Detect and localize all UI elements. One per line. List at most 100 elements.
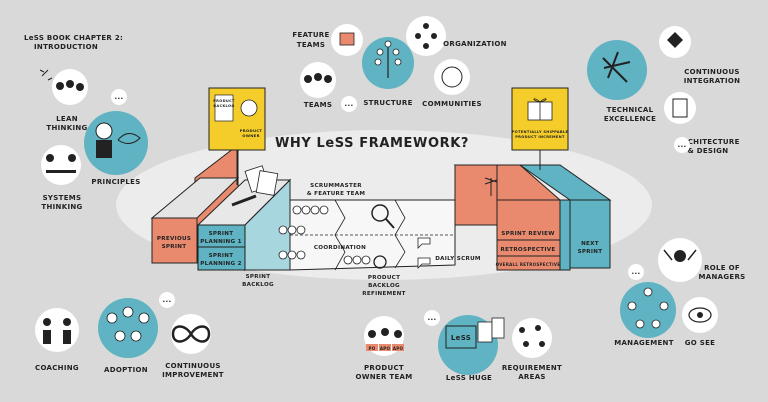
lean-thinking-label-2: THINKING [46,124,87,132]
organization-label: ORGANIZATION [443,40,507,48]
increment-label: POTENTIALLY SHIPPABLE [512,130,569,134]
teams-label: TEAMS [304,101,332,109]
requirement-areas-icon [519,325,545,347]
previous-sprint-block [151,217,198,264]
role-of-managers-label-2: MANAGERS [698,273,745,281]
backlog-card [214,94,234,122]
next-sprint-block [569,199,611,269]
systems-thinking-bubble [41,145,81,185]
role-of-managers-label: ROLE OF [704,264,740,272]
sprint-planning-2-label-2: PLANNING 2 [200,261,242,267]
organization-bubble [406,16,446,56]
page-title: WHY LeSS FRAMEWORK? [275,136,469,151]
ellipsis-bubble-5 [159,292,175,308]
presenter-head [95,122,113,140]
gift-bow [533,98,547,103]
feature-teams-icon [339,32,355,46]
requirement-areas-bubble [512,318,552,358]
less-huge-label: LeSS HUGE [446,374,492,382]
ellipsis-5: ... [163,296,172,304]
next-sprint-label-2: SPRINT [578,249,603,255]
architecture-label: ARCHITECTURE [676,138,739,146]
communities-label: COMMUNITIES [422,100,482,108]
increment-label-2: PRODUCT INCREMENT [515,135,565,139]
review-block-front [496,199,561,271]
retrospective-label: RETROSPECTIVE [500,247,555,253]
lean-people-icon [56,80,84,91]
windmill-icon [484,177,498,196]
management-bubble [620,282,676,338]
principles-bubble [84,111,148,175]
integration-icon [667,32,683,48]
apo-badge: APO [380,346,391,351]
architecture-label-2: & DESIGN [688,147,729,155]
requirement-areas-label: REQUIREMENT [502,364,562,372]
adoption-people-icon [106,306,150,342]
coaching-people-icon [43,318,71,344]
ellipsis-bubble-6 [424,310,440,326]
principles-label: PRINCIPLES [91,178,140,186]
less-huge-card-3 [491,317,505,339]
review-block-back [454,164,498,226]
manager-head-icon [674,250,686,262]
continuous-integration-label: CONTINUOUS [684,68,740,76]
less-huge-card-label: LeSS [451,334,471,342]
management-network-icon [627,287,669,329]
ellipsis-6: ... [428,314,437,322]
structure-label: STRUCTURE [363,99,412,107]
adoption-label: ADOPTION [104,366,148,374]
scrummaster-label-2: & FEATURE TEAM [307,191,366,197]
systems-thinking-label-2: THINKING [41,203,82,211]
pbr-label: PRODUCT [368,275,400,281]
day-separator-2 [394,199,406,269]
sprint-review-label: SPRINT REVIEW [501,231,554,237]
po-badge: PO [369,346,376,351]
feature-team-people [278,205,371,265]
backlog-paper-2 [255,170,279,196]
sprint-planning-1-label: SPRINT [209,231,234,237]
org-chart-icon [415,23,437,49]
continuous-improvement-label: CONTINUOUS [165,362,221,370]
eye-pupil [697,312,703,318]
eye-icon [688,307,712,323]
lean-thinking-label: LEAN [56,115,78,123]
previous-sprint-label-2: SPRINT [162,244,187,250]
systems-people-icon [46,154,76,173]
pbr-label-2: BACKLOG [368,283,400,289]
sprint-planning-1-label-2: PLANNING 1 [200,239,242,245]
ellipsis: ... [115,93,124,101]
ellipsis-bubble-2 [341,96,357,112]
apo-badge-2: APO [393,346,404,351]
team-faces-icon [304,73,332,83]
magnifier-handle [385,218,395,229]
product-owner-label: PRODUCT [240,128,263,133]
product-owner-team-label-2: OWNER TEAM [355,373,412,381]
product-owner-team-label: PRODUCT [364,364,404,372]
day-separator [334,199,346,271]
less-huge-card [445,325,477,349]
intro-label: LeSS BOOK CHAPTER 2: [24,34,123,42]
less-huge-card-2 [477,321,493,343]
continuous-improvement-label-2: IMPROVEMENT [162,371,224,379]
speech-bubble-icon [417,237,431,249]
backlog-card-label: PRODUCT [213,99,235,103]
coaching-bubble [35,308,79,352]
sparkle-icon [39,69,53,81]
feature-teams-label: FEATURE [292,31,329,39]
pbr-label-3: REFINEMENT [362,291,405,297]
coaching-label: COACHING [35,364,79,372]
feature-teams-label-2: TEAMS [297,41,325,49]
thought-swirl-icon [117,133,141,144]
product-owner-label-2: OWNER [242,133,260,138]
sprint-planning-2-label: SPRINT [209,253,234,259]
previous-sprint-top [150,177,240,219]
po-badges-icon [366,328,404,351]
previous-sprint-label: PREVIOUS [157,236,191,242]
management-label: MANAGEMENT [614,339,674,347]
ellipsis-2: ... [345,100,354,108]
magnifier-icon [371,204,389,222]
scrummaster-label: SCRUMMASTER [310,183,362,189]
sprint-backlog-label: SPRINT [246,274,271,280]
requirement-areas-label-2: AREAS [518,373,546,381]
